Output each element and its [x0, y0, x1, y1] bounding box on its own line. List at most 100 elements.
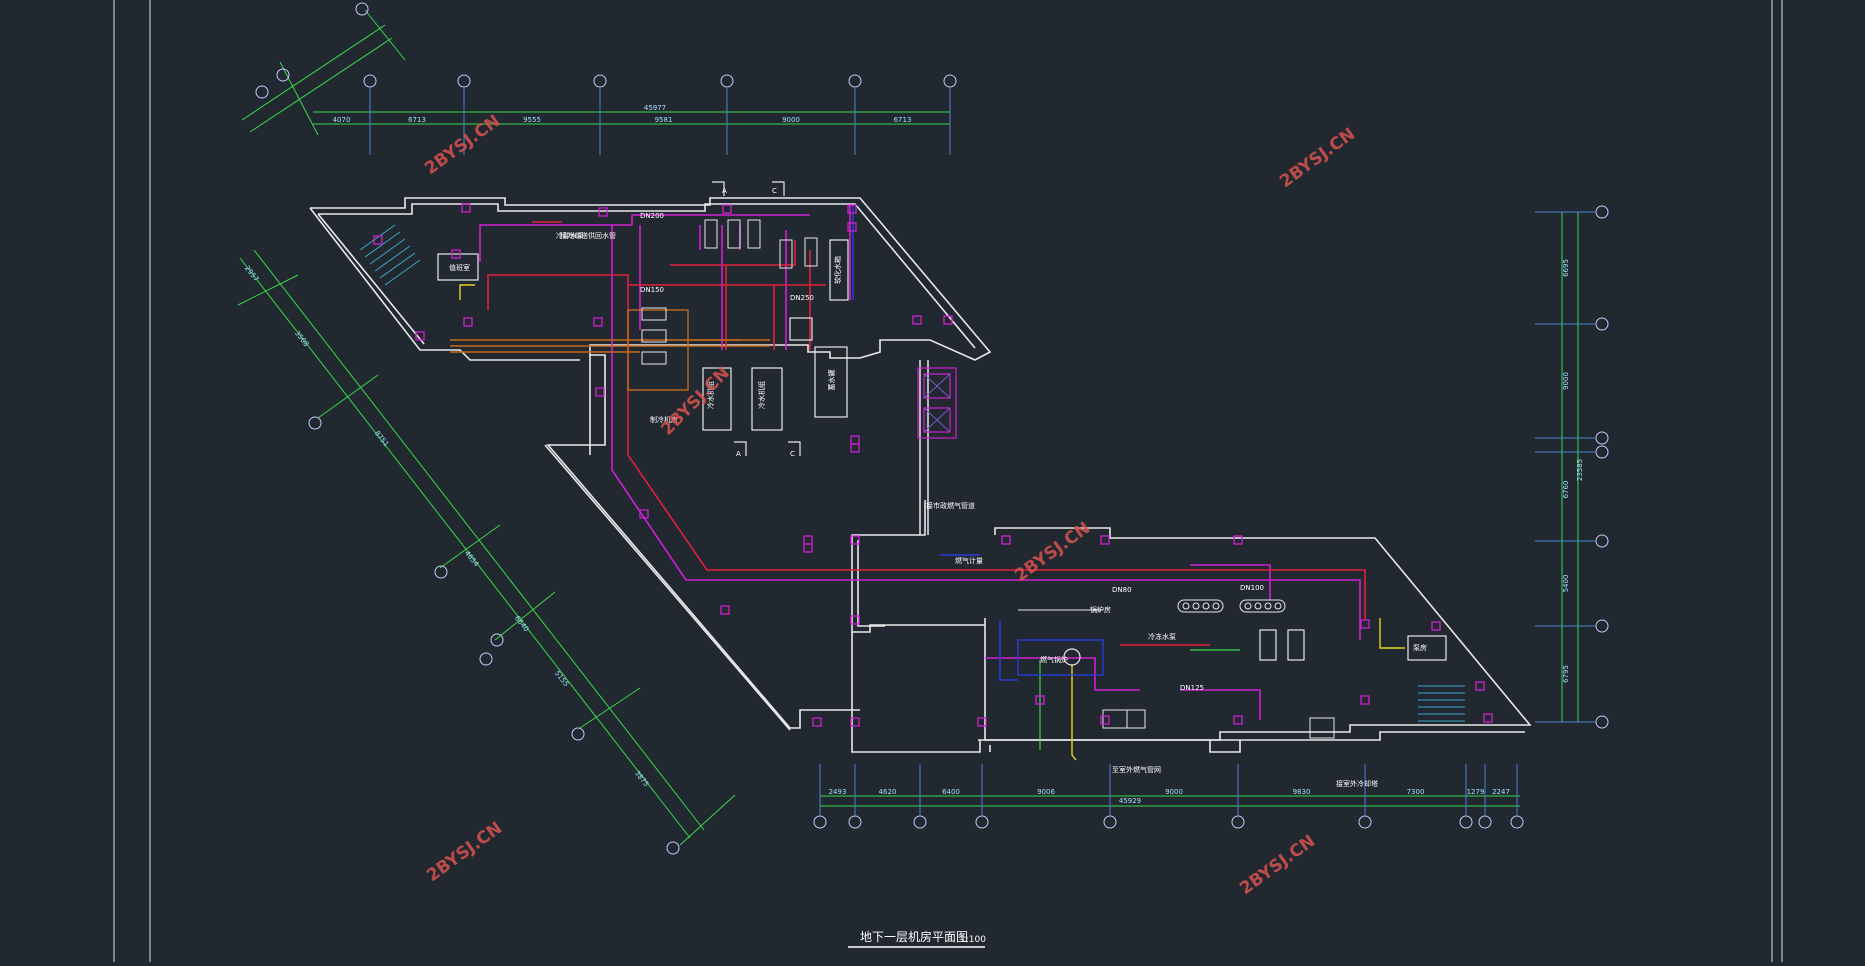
- watermarks: 2BYSJ.CN 2BYSJ.CN 2BYSJ.CN 2BYSJ.CN 2BYS…: [421, 111, 1359, 899]
- section-mark: A: [722, 187, 727, 195]
- axis-bubble: [434, 565, 448, 579]
- chiller-1: [702, 367, 732, 431]
- structural-column: [912, 315, 922, 325]
- cooling-pipes: [450, 309, 770, 391]
- structural-column: [463, 317, 473, 327]
- axis-bubble: [1231, 815, 1245, 829]
- structural-column: [1001, 535, 1011, 545]
- diagonal-dim-segment: 5155: [553, 669, 570, 688]
- pipe-label: DN80: [1112, 586, 1132, 594]
- shaft: [917, 367, 957, 439]
- structural-column: [943, 315, 953, 325]
- gas-pipes: [852, 205, 1018, 681]
- pipe-label: DN150: [640, 286, 664, 294]
- structural-column: [1431, 621, 1441, 631]
- axis-bubble: [1595, 715, 1609, 729]
- room-label: 冷水机组: [706, 381, 715, 409]
- structural-column: [595, 387, 605, 397]
- room-label: 软化水箱: [833, 256, 842, 284]
- pump-box: [1259, 629, 1277, 661]
- axis-bubble: [666, 841, 680, 855]
- equipment-box: [437, 253, 479, 281]
- structural-column: [1233, 535, 1243, 545]
- axis-bubble: [457, 74, 471, 88]
- bottom-dim-segment: 2493: [829, 788, 847, 796]
- axis-bubble: [355, 2, 369, 16]
- structural-columns: [373, 203, 1493, 727]
- pump-group-upper: [641, 219, 1335, 739]
- axis-bubble: [848, 74, 862, 88]
- room-label: 冷水机组: [757, 381, 766, 409]
- axis-bubble: [1595, 445, 1609, 459]
- bottom-dim-segment: 7300: [1407, 788, 1425, 796]
- axis-bubble: [813, 815, 827, 829]
- structural-column: [1475, 681, 1485, 691]
- right-dim-segment: 6695: [1562, 259, 1570, 277]
- right-dim-segment: 5400: [1562, 575, 1570, 593]
- supply-pipes: [487, 221, 1366, 646]
- bottom-dim-segment: 6400: [942, 788, 960, 796]
- structural-column: [1100, 715, 1110, 725]
- axis-bubble: [1595, 317, 1609, 331]
- axis-bubble: [1595, 619, 1609, 633]
- equipment: [437, 239, 1447, 661]
- axis-bubble: [276, 68, 290, 82]
- diagonal-axis-bubbles: [308, 416, 680, 855]
- diagonal-dim-segment: 4654: [463, 549, 481, 568]
- watermark: 2BYSJ.CN: [1236, 831, 1319, 899]
- chiller-2: [751, 367, 783, 431]
- sheet-frame: [113, 0, 1783, 962]
- right-dim-segment: 9000: [1562, 372, 1570, 390]
- bottom-dim-segment: 9006: [1037, 788, 1055, 796]
- axis-bubble: [1510, 815, 1524, 829]
- equipment-box: [1407, 635, 1447, 661]
- section-mark: C: [790, 450, 795, 458]
- pump-box: [789, 317, 813, 341]
- drawing-title: 地下一层机房平面图: [860, 929, 968, 944]
- structural-column: [639, 509, 649, 519]
- bottom-overall-dim: 45929: [1119, 797, 1141, 805]
- top-dim-segment: 9555: [523, 116, 541, 124]
- axis-bubble: [490, 633, 504, 647]
- storage-tank: [814, 346, 848, 418]
- notes: 接市政燃气管道 至室外燃气管网 燃气计量 接室外冷却塔 接冷却塔供回水管: [560, 231, 1378, 788]
- axis-bubble: [1103, 815, 1117, 829]
- axis-bubble: [479, 652, 493, 666]
- axis-bubble: [848, 815, 862, 829]
- axis-bubble: [1595, 205, 1609, 219]
- pipe-label: DN250: [790, 294, 814, 302]
- structural-column: [722, 204, 732, 214]
- pipe-label: DN100: [1240, 584, 1264, 592]
- right-overall-dim: 23585: [1576, 459, 1584, 481]
- watermark: 2BYSJ.CN: [1276, 124, 1359, 192]
- pump-box: [1287, 629, 1305, 661]
- structural-column: [847, 222, 857, 232]
- axis-bubble: [1595, 431, 1609, 445]
- room-label: 值班室: [449, 263, 470, 272]
- axis-bubble: [1595, 534, 1609, 548]
- pipe-labels: DN200 DN150 DN250 DN80 DN100 DN125: [640, 212, 1264, 692]
- walls-upper-wing: [309, 197, 992, 731]
- note-text: 接室外冷却塔: [1336, 779, 1378, 788]
- structural-column: [850, 717, 860, 727]
- structural-column: [1100, 535, 1110, 545]
- corridor-link: [919, 360, 929, 535]
- axis-bubble: [1459, 815, 1473, 829]
- top-dim-segment: 9581: [655, 116, 673, 124]
- room-label: 蓄水罐: [827, 370, 836, 391]
- structural-column: [803, 543, 813, 553]
- room-label: 锅炉房: [1090, 605, 1111, 614]
- drawing-scale: 1:100: [960, 935, 986, 945]
- structural-column: [720, 605, 730, 615]
- axis-bubble: [1358, 815, 1372, 829]
- bottom-dim-segment: 4620: [879, 788, 897, 796]
- structural-column: [1360, 695, 1370, 705]
- axis-bubble: [308, 416, 322, 430]
- right-dim-segment: 6760: [1562, 481, 1570, 499]
- note-text: 至室外燃气管网: [1112, 765, 1161, 774]
- top-dim-segment: 4070: [333, 116, 351, 124]
- section-mark: C: [772, 187, 777, 195]
